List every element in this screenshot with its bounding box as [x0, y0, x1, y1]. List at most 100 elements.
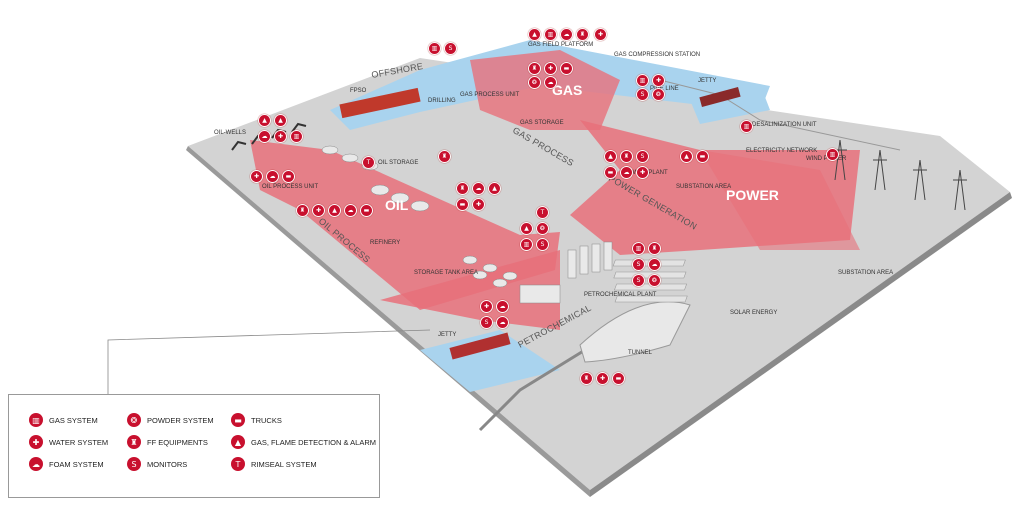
oil-wells-label: OIL-WELLS — [214, 130, 246, 136]
trucks-icon: ▬ — [696, 150, 709, 163]
legend-ff-equipments: ♜ FF EQUIPMENTS — [127, 435, 208, 449]
electricity-network-label: ELECTRICITY NETWORK — [746, 148, 817, 154]
powder-system-icon: ❂ — [536, 222, 549, 235]
gas-system-icon: ▥ — [826, 148, 839, 161]
water-system-icon: ✚ — [29, 435, 43, 449]
legend-monitors: S MONITORS — [127, 457, 187, 471]
monitors-icon: S — [480, 316, 493, 329]
oil-process-unit-label: OIL PROCESS UNIT — [262, 184, 318, 190]
ff-equipments-icon: ♜ — [576, 28, 589, 41]
gas-flow-arrow — [470, 50, 620, 130]
drilling-label: DRILLING — [428, 98, 456, 104]
water-system-icon: ✚ — [544, 62, 557, 75]
foam-system-icon: ☁ — [648, 258, 661, 271]
water-system-icon: ✚ — [480, 300, 493, 313]
foam-system-icon: ☁ — [496, 316, 509, 329]
rimseal-system-icon: T — [536, 206, 549, 219]
monitors-icon: S — [444, 42, 457, 55]
oil-label: OIL — [385, 197, 409, 213]
jetty-top-label: JETTY — [698, 78, 716, 84]
pipe-line-label: PIPE LINE — [650, 86, 679, 92]
powder-system-icon: ❂ — [528, 76, 541, 89]
alarm-icon: ▲ — [258, 114, 271, 127]
water-system-icon: ✚ — [250, 170, 263, 183]
powder-system-icon: ❂ — [127, 413, 141, 427]
foam-system-icon: ☁ — [344, 204, 357, 217]
jetty-bottom-label: JETTY — [438, 332, 456, 338]
power-label: POWER — [726, 187, 779, 203]
foam-system-icon: ☁ — [472, 182, 485, 195]
gas-process-unit-label: GAS PROCESS UNIT — [460, 92, 520, 98]
gas-system-icon: ▥ — [544, 28, 557, 41]
gas-compression-station-label: GAS COMPRESSION STATION — [614, 52, 700, 58]
storage-tank-area-label: STORAGE TANK AREA — [414, 270, 478, 276]
trucks-icon: ▬ — [231, 413, 245, 427]
ff-equipments-icon: ♜ — [648, 242, 661, 255]
gas-system-icon: ▥ — [520, 238, 533, 251]
water-system-icon: ✚ — [274, 130, 287, 143]
alarm-icon: ▲ — [528, 28, 541, 41]
ff-equipments-icon: ♜ — [127, 435, 141, 449]
monitors-icon: S — [636, 150, 649, 163]
legend-powder-system: ❂ POWDER SYSTEM — [127, 413, 214, 427]
monitors-icon: S — [127, 457, 141, 471]
legend-water-system: ✚ WATER SYSTEM — [29, 435, 108, 449]
legend-trucks: ▬ TRUCKS — [231, 413, 282, 427]
gas-system-icon: ▥ — [632, 242, 645, 255]
tunnel-shape — [579, 301, 691, 363]
alarm-icon: ▲ — [488, 182, 501, 195]
trucks-icon: ▬ — [456, 198, 469, 211]
legend-gas-system: ▥ GAS SYSTEM — [29, 413, 98, 427]
alarm-icon: ▲ — [520, 222, 533, 235]
powder-system-icon: ❂ — [648, 274, 661, 287]
gas-system-icon: ▥ — [29, 413, 43, 427]
trucks-icon: ▬ — [612, 372, 625, 385]
foam-system-icon: ☁ — [560, 28, 573, 41]
alarm-icon: ▲ — [604, 150, 617, 163]
oil-storage-label: OIL STORAGE — [378, 160, 418, 166]
monitors-icon: S — [636, 88, 649, 101]
legend-gas-flame-detection-alarm: ▲ GAS, FLAME DETECTION & ALARM — [231, 435, 376, 449]
gas-storage-label: GAS STORAGE — [520, 120, 564, 126]
foam-system-icon: ☁ — [620, 166, 633, 179]
legend-rimseal-system: T RIMSEAL SYSTEM — [231, 457, 317, 471]
legend-foam-system: ☁ FOAM SYSTEM — [29, 457, 104, 471]
gas-system-icon: ▥ — [636, 74, 649, 87]
substation-area-right-label: SUBSTATION AREA — [838, 270, 893, 276]
water-system-icon: ✚ — [652, 74, 665, 87]
petrochemical-plant-label: PETROCHEMICAL PLANT — [584, 292, 657, 298]
ff-equipments-icon: ♜ — [296, 204, 309, 217]
refinery-label: REFINERY — [370, 240, 400, 246]
fpso-ship — [339, 87, 421, 119]
oil-flow-arrow — [250, 140, 560, 310]
ff-equipments-icon: ♜ — [528, 62, 541, 75]
legend-box: ▥ GAS SYSTEM ✚ WATER SYSTEM ☁ FOAM SYSTE… — [8, 394, 380, 498]
alarm-icon: ▲ — [274, 114, 287, 127]
gas-field-platform-label: GAS FIELD PLATFORM — [528, 42, 593, 48]
alarm-icon: ▲ — [231, 435, 245, 449]
desalinization-unit-label: DESALINIZATION UNIT — [752, 122, 817, 128]
rimseal-system-icon: T — [362, 156, 375, 169]
trucks-icon: ▬ — [560, 62, 573, 75]
gas-label: GAS — [552, 82, 582, 98]
gas-system-icon: ▥ — [290, 130, 303, 143]
foam-system-icon: ☁ — [496, 300, 509, 313]
tunnel-label: TUNNEL — [628, 350, 653, 356]
water-system-icon: ✚ — [594, 28, 607, 41]
ff-equipments-icon: ♜ — [620, 150, 633, 163]
monitors-icon: S — [632, 258, 645, 271]
rimseal-system-icon: T — [231, 457, 245, 471]
jetty-water — [420, 330, 560, 392]
monitors-icon: S — [632, 274, 645, 287]
wind-power-label: WIND POWER — [806, 156, 847, 162]
foam-system-icon: ☁ — [29, 457, 43, 471]
ff-equipments-icon: ♜ — [580, 372, 593, 385]
gas-system-icon: ▥ — [428, 42, 441, 55]
foam-system-icon: ☁ — [258, 130, 271, 143]
trucks-icon: ▬ — [604, 166, 617, 179]
solar-energy-label: SOLAR ENERGY — [730, 310, 777, 316]
ff-equipments-icon: ♜ — [456, 182, 469, 195]
water-system-icon: ✚ — [312, 204, 325, 217]
trucks-icon: ▬ — [282, 170, 295, 183]
